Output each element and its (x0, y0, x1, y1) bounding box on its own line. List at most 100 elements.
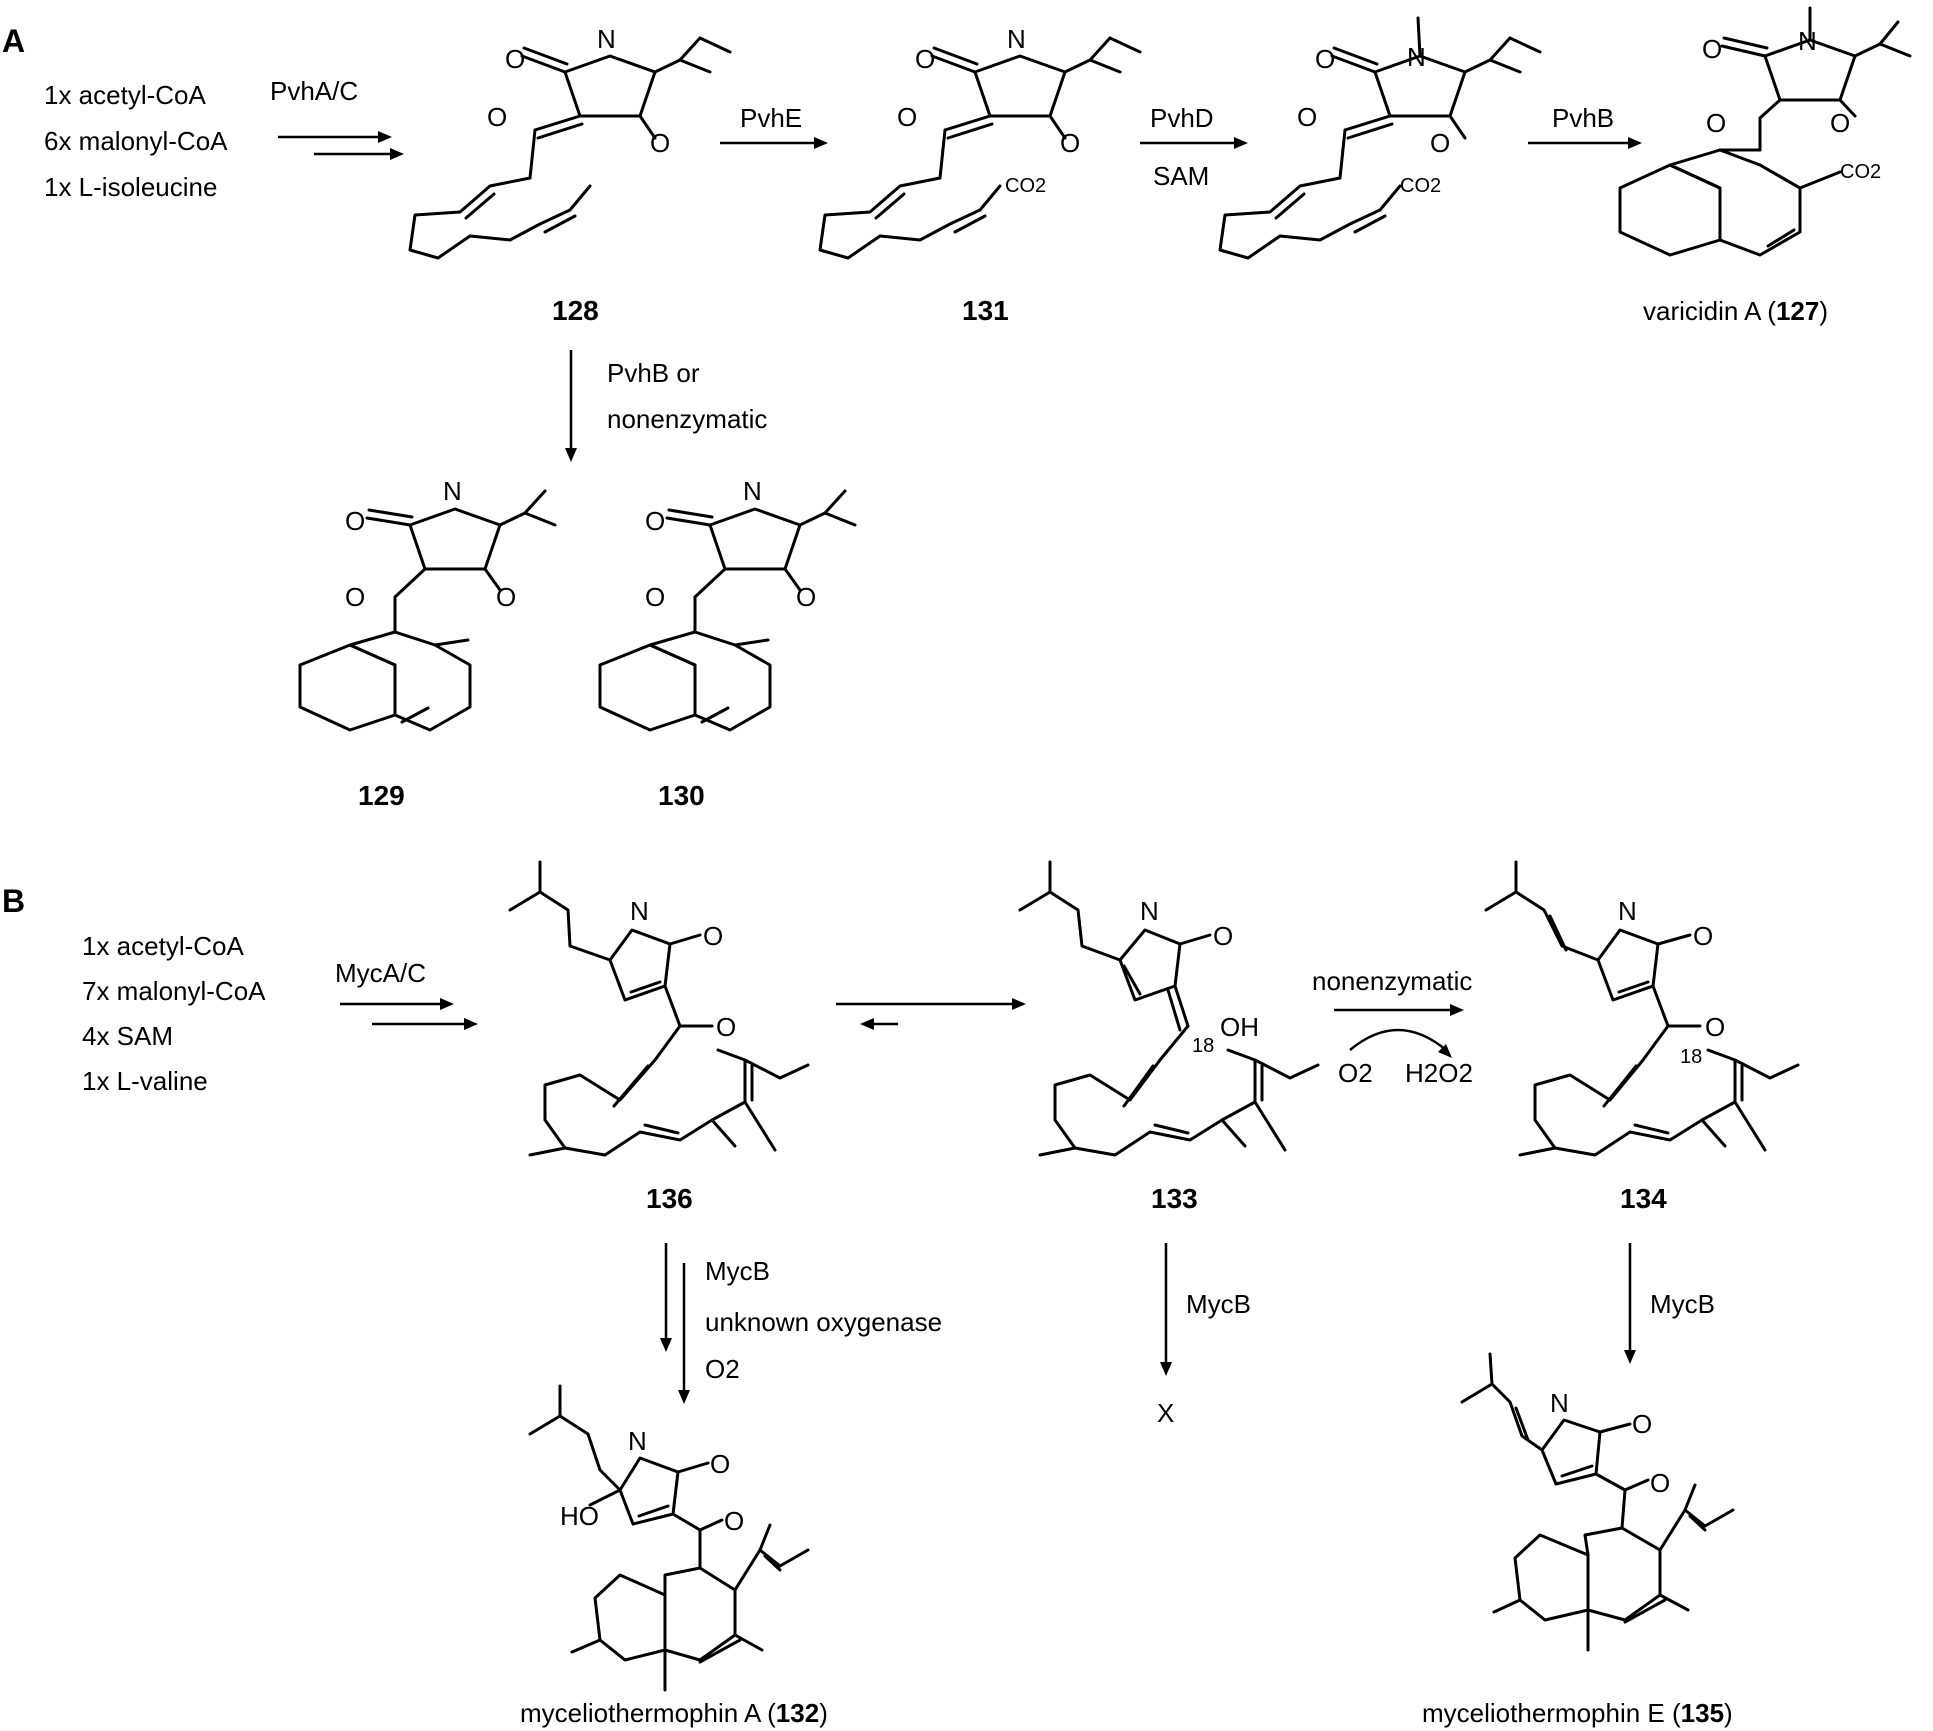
compound-128-ominus-label: O (487, 102, 507, 132)
compound-129-number: 129 (358, 780, 405, 811)
label-nonenzymatic-b: nonenzymatic (1312, 966, 1472, 996)
compound-134-n-label: N (1618, 896, 1637, 926)
compound-130-o-label: O (645, 506, 665, 536)
compound-130-n-label: N (743, 476, 762, 506)
compound-n-methyl-o-label: O (1315, 44, 1335, 74)
arrow-mycb-2: MycB X (1157, 1243, 1251, 1428)
compound-131-o2-label: O (1060, 128, 1080, 158)
compound-134-o-label: O (1693, 921, 1713, 951)
compound-134-o2-label: O (1705, 1012, 1725, 1042)
arrow-mycb-3: MycB (1624, 1243, 1715, 1364)
compound-132-n-label: N (628, 1426, 647, 1456)
substrate-malonyl-coa: 6x malonyl-CoA (44, 126, 228, 156)
compound-127-ominus-label: O (1706, 108, 1726, 138)
compound-129-n-label: N (443, 476, 462, 506)
label-x: X (1157, 1398, 1174, 1428)
compound-135-o2-label: O (1650, 1468, 1670, 1498)
compound-131-co2-label: CO2 (1005, 175, 1046, 197)
substrate-b-valine: 1x L-valine (82, 1066, 208, 1096)
label-o2: O2 (1338, 1058, 1373, 1088)
compound-128-structure (408, 36, 732, 260)
arrow-mycac: MycA/C (335, 958, 478, 1030)
compound-134-number: 134 (1620, 1183, 1667, 1214)
panel-b-substrates: 1x acetyl-CoA 7x malonyl-CoA 4x SAM 1x L… (82, 931, 266, 1096)
compound-136-o2-label: O (716, 1012, 736, 1042)
panel-a-label: A (2, 23, 25, 59)
panel-b-label: B (2, 883, 25, 919)
compound-130-o2-label: O (796, 582, 816, 612)
compound-134-c18-label: 18 (1680, 1046, 1702, 1068)
enzyme-mycb-2: MycB (1186, 1289, 1251, 1319)
compound-n-methyl-n-label: N (1407, 42, 1426, 72)
compound-133-o-label: O (1213, 921, 1233, 951)
substrate-b-malonyl-coa: 7x malonyl-CoA (82, 976, 266, 1006)
compound-135-n-label: N (1550, 1388, 1569, 1418)
arrow-pvhb-nonenzymatic: PvhB or nonenzymatic (565, 350, 767, 462)
enzyme-pvhd: PvhD (1150, 103, 1214, 133)
compound-129-o-label: O (345, 506, 365, 536)
compound-135-o-label: O (1632, 1409, 1652, 1439)
compound-131-n-label: N (1007, 24, 1026, 54)
compound-133-oh-label: OH (1220, 1012, 1259, 1042)
compound-133-structure (1018, 860, 1320, 1157)
arrow-pvhd: PvhD SAM (1140, 103, 1248, 191)
compound-130-number: 130 (658, 780, 705, 811)
enzyme-pvhb: PvhB (1552, 103, 1614, 133)
compound-136-number: 136 (646, 1183, 693, 1214)
compound-129-ominus-label: O (345, 582, 365, 612)
compound-129-o2-label: O (496, 582, 516, 612)
compound-132-o-label: O (710, 1449, 730, 1479)
cofactor-sam: SAM (1153, 161, 1209, 191)
panel-a-substrates: 1x acetyl-CoA 6x malonyl-CoA 1x L-isoleu… (44, 80, 228, 202)
enzyme-pvhb-or: PvhB or (607, 358, 700, 388)
compound-133-n-label: N (1140, 896, 1159, 926)
compound-136-o-label: O (703, 921, 723, 951)
arrow-mycb-oxygenase: MycB unknown oxygenase O2 (660, 1243, 942, 1404)
compound-133-number: 133 (1151, 1183, 1198, 1214)
enzyme-mycb-1: MycB (705, 1256, 770, 1286)
compound-n-methyl-ominus-label: O (1297, 102, 1317, 132)
substrate-acetyl-coa: 1x acetyl-CoA (44, 80, 206, 110)
compound-132-name: myceliothermophin A (132) (520, 1698, 828, 1728)
compound-134-structure (1484, 860, 1800, 1157)
compound-130-structure (598, 489, 857, 732)
substrate-isoleucine: 1x L-isoleucine (44, 172, 217, 202)
compound-n-methyl-structure (1218, 16, 1542, 260)
arrow-pvhac: PvhA/C (270, 76, 404, 160)
compound-136-structure (508, 860, 810, 1157)
arrow-pvhe: PvhE (720, 103, 828, 149)
compound-127-co2-label: CO2 (1840, 161, 1881, 183)
arrow-nonenzymatic-b: nonenzymatic O2 H2O2 (1312, 966, 1473, 1088)
label-nonenzymatic-a: nonenzymatic (607, 404, 767, 434)
compound-135-structure (1460, 1352, 1735, 1652)
compound-128-o2-label: O (650, 128, 670, 158)
compound-127-name: varicidin A (127) (1643, 296, 1828, 326)
compound-132-ho-label: HO (560, 1501, 599, 1531)
enzyme-pvhe: PvhE (740, 103, 802, 133)
compound-131-o-label: O (915, 44, 935, 74)
substrate-b-sam: 4x SAM (82, 1021, 173, 1051)
enzyme-unknown-oxygenase: unknown oxygenase (705, 1307, 942, 1337)
enzyme-pvhac: PvhA/C (270, 76, 358, 106)
compound-127-o2-label: O (1830, 108, 1850, 138)
compound-131-ominus-label: O (897, 102, 917, 132)
cofactor-o2: O2 (705, 1354, 740, 1384)
compound-135-name: myceliothermophin E (135) (1422, 1698, 1733, 1728)
compound-132-structure (528, 1384, 810, 1692)
enzyme-mycb-3: MycB (1650, 1289, 1715, 1319)
enzyme-mycac: MycA/C (335, 958, 426, 988)
compound-132-o2-label: O (724, 1506, 744, 1536)
compound-129-structure (298, 489, 557, 732)
compound-136-n-label: N (630, 896, 649, 926)
compound-131-structure (818, 36, 1142, 260)
arrow-pvhb: PvhB (1528, 103, 1642, 149)
compound-131-number: 131 (962, 295, 1009, 326)
compound-127-structure (1618, 6, 1912, 257)
compound-130-ominus-label: O (645, 582, 665, 612)
compound-n-methyl-co2-label: CO2 (1400, 175, 1441, 197)
substrate-b-acetyl-coa: 1x acetyl-CoA (82, 931, 244, 961)
label-h2o2: H2O2 (1405, 1058, 1473, 1088)
compound-133-c18-label: 18 (1192, 1035, 1214, 1057)
arrow-equilibrium (836, 998, 1026, 1030)
